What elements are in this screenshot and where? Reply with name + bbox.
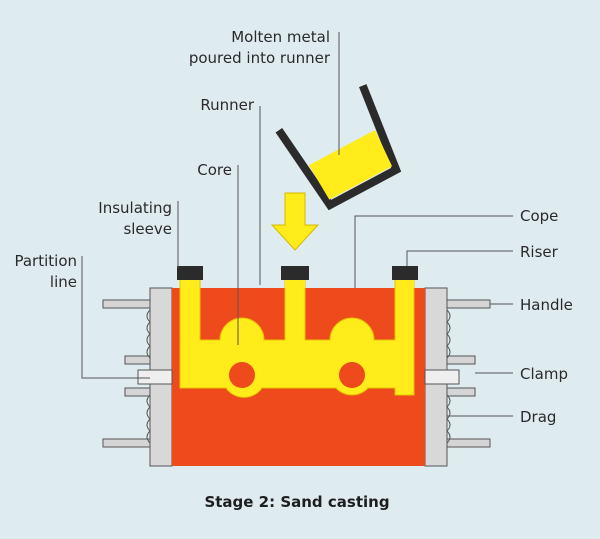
caption: Stage 2: Sand casting: [204, 493, 389, 511]
left-handles: [102, 299, 159, 448]
insulating-sleeve-label-1: Insulating: [98, 199, 172, 217]
riser-label: Riser: [520, 243, 559, 261]
insulating-sleeve-label-2: sleeve: [123, 220, 172, 238]
handle-label: Handle: [520, 296, 573, 314]
runner-label: Runner: [200, 96, 254, 114]
clamp-label: Clamp: [520, 365, 568, 383]
ladle: [275, 84, 402, 211]
core-label: Core: [197, 161, 232, 179]
pour-arrow: [270, 192, 320, 251]
cope-label: Cope: [520, 207, 558, 225]
drag-label: Drag: [520, 408, 556, 426]
partition-line-label-2: line: [50, 273, 77, 291]
core-left: [229, 362, 255, 388]
molten-metal-label-1: Molten metal: [231, 28, 330, 46]
right-handles: [439, 299, 491, 448]
leader-lines: [81, 32, 513, 417]
partition-line-label-1: Partition: [14, 252, 77, 270]
core-right: [339, 362, 365, 388]
sleeves: [177, 266, 418, 288]
molten-metal-label-2: poured into runner: [189, 49, 331, 67]
clamps: [137, 369, 460, 385]
